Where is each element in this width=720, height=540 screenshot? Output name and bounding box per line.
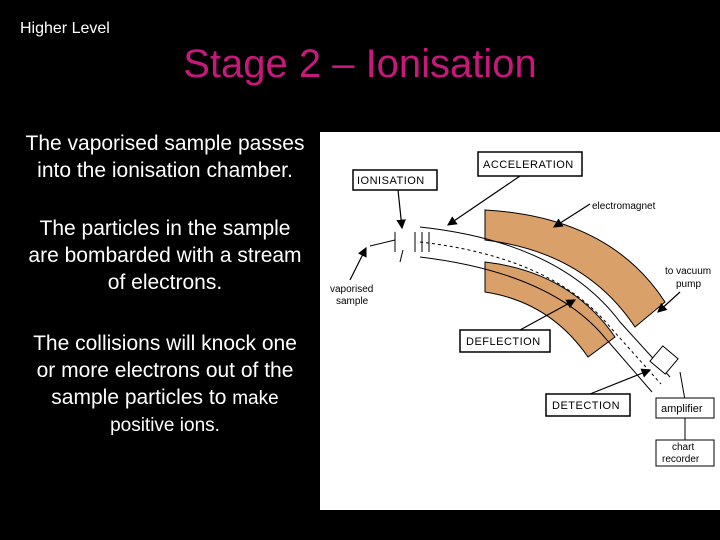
chart-label: chart bbox=[672, 442, 694, 453]
amplifier-label: amplifier bbox=[661, 403, 703, 415]
filament bbox=[399, 249, 404, 263]
text-line: are bombarded with a stream bbox=[28, 244, 302, 267]
ionisation-box bbox=[352, 169, 438, 191]
text-line: The vaporised sample passes bbox=[25, 132, 305, 155]
deflection-label: DEFLECTION bbox=[466, 336, 541, 348]
paragraph-bombarded: The particles in the sample are bombarde… bbox=[0, 215, 330, 296]
text-line: of electrons. bbox=[107, 271, 223, 294]
mass-spectrometer-diagram: ACCELERATION IONISATION DEFLECTION DETEC… bbox=[320, 132, 720, 510]
ionisation-label: IONISATION bbox=[357, 175, 425, 187]
arrow bbox=[589, 368, 652, 395]
lead-line bbox=[679, 371, 686, 401]
inlet-line bbox=[369, 239, 396, 247]
arrow bbox=[519, 299, 577, 331]
arrow bbox=[349, 246, 367, 281]
flight-tube bbox=[419, 256, 653, 393]
slide-title: Stage 2 – Ionisation bbox=[183, 42, 537, 86]
paragraph-vaporised: The vaporised sample passes into the ion… bbox=[0, 130, 330, 184]
text-line: into the ionisation chamber. bbox=[37, 159, 293, 182]
acceleration-label: ACCELERATION bbox=[483, 159, 574, 171]
deflection-box bbox=[459, 329, 551, 353]
arrow bbox=[657, 291, 681, 313]
text-line: The particles in the sample bbox=[39, 217, 291, 240]
text-fragment: sample particles to bbox=[51, 386, 233, 409]
chart-recorder-box bbox=[655, 439, 715, 467]
electromagnet-shape bbox=[484, 261, 616, 358]
text-fragment: make bbox=[232, 388, 279, 409]
text-line: or more electrons out of the bbox=[36, 359, 294, 382]
arrow bbox=[396, 189, 406, 230]
vacuum-label: pump bbox=[676, 279, 701, 290]
vacuum-label: to vacuum bbox=[665, 266, 711, 277]
vaporised-label: vaporised bbox=[330, 284, 373, 295]
level-label: Higher Level bbox=[20, 20, 110, 37]
arrow bbox=[447, 175, 521, 226]
text-line: positive ions. bbox=[110, 415, 220, 436]
detection-box bbox=[545, 393, 631, 417]
sample-label: sample bbox=[336, 296, 369, 307]
detection-label: DETECTION bbox=[552, 400, 620, 412]
flight-tube bbox=[419, 226, 671, 378]
acceleration-box bbox=[477, 151, 583, 177]
electromagnet-label: electromagnet bbox=[592, 201, 656, 212]
text-line: sample particles to make bbox=[0, 384, 330, 412]
detector bbox=[649, 345, 679, 375]
paragraph-collisions: The collisions will knock one or more el… bbox=[0, 330, 330, 439]
text-line: The collisions will knock one bbox=[33, 332, 297, 355]
recorder-label: recorder bbox=[662, 454, 700, 465]
amplifier-box bbox=[655, 397, 715, 419]
arrow bbox=[552, 203, 591, 228]
